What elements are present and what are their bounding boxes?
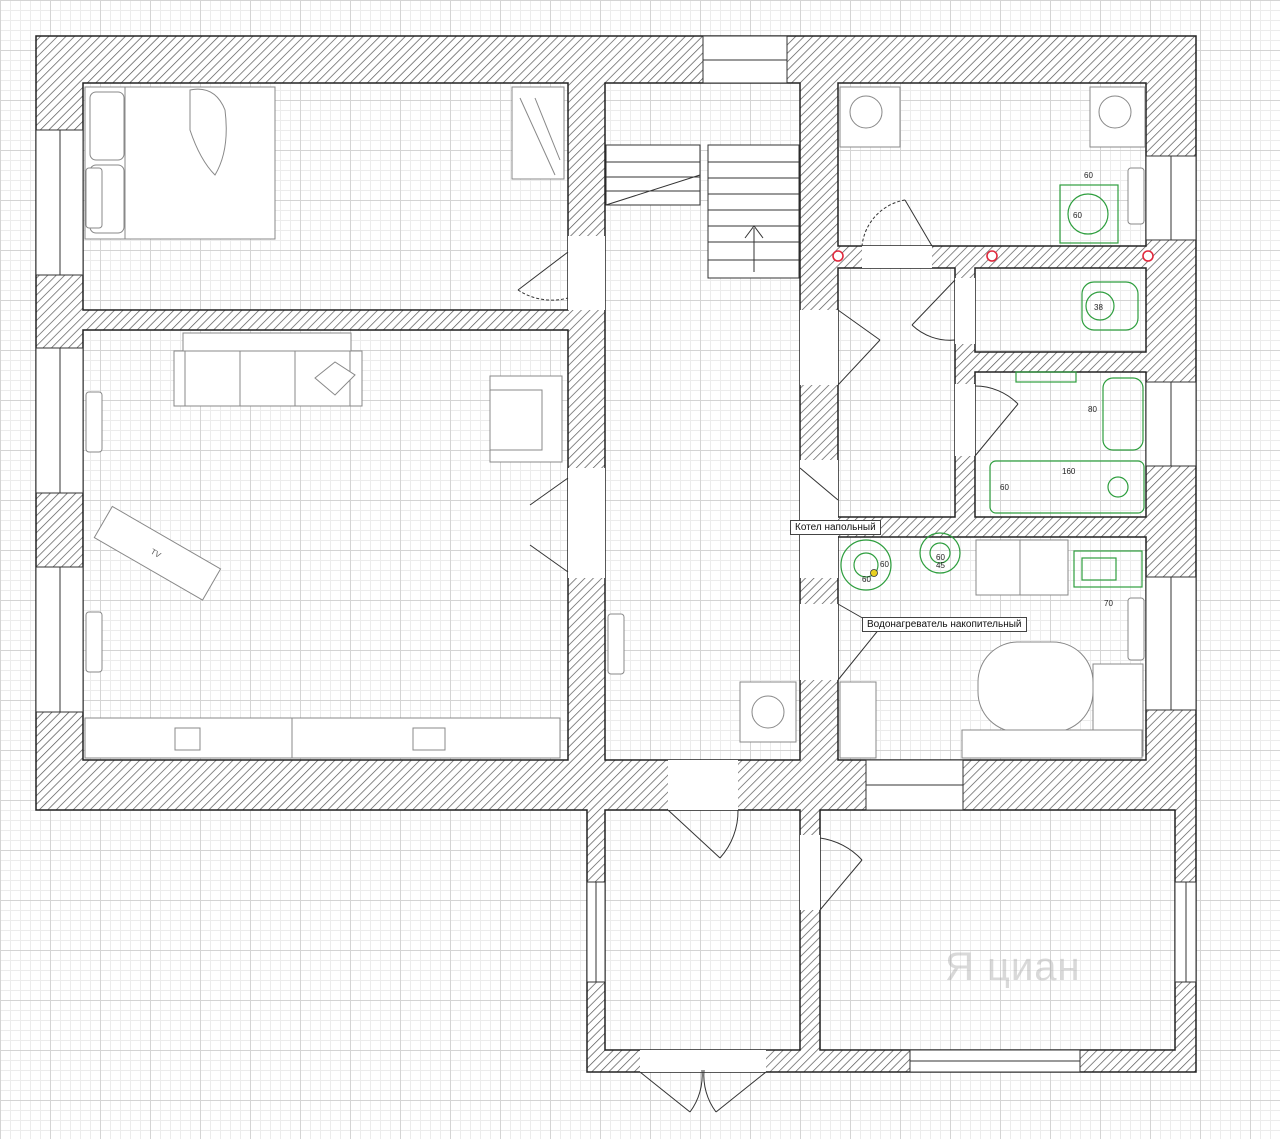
stairs: [605, 144, 800, 279]
risers: [832, 250, 1154, 262]
kitchen: [839, 539, 1144, 759]
shower: [1102, 377, 1144, 451]
water-heater-label: Водонагреватель накопительный: [862, 617, 1027, 632]
dim-shower-depth: 60: [1000, 483, 1009, 492]
kitchen-sink: [1073, 550, 1143, 588]
boiler: [840, 539, 892, 591]
dim-kitchen-sink: 70: [1104, 599, 1113, 608]
dim-toilet: 38: [1094, 303, 1103, 312]
door-openings: [568, 236, 975, 1072]
dim-boiler-w: 60: [862, 575, 871, 584]
doors: [517, 199, 1019, 1113]
ac-units: [739, 86, 1146, 743]
watermark: Я циан: [945, 945, 1081, 989]
dim-washer-depth: 60: [1073, 211, 1082, 220]
dim-heater-w: 60: [936, 553, 945, 562]
washer: [1059, 184, 1119, 244]
bathtub: [989, 460, 1145, 514]
water-heater: [919, 532, 961, 574]
bed: [84, 86, 276, 240]
dim-heater-d: 45: [936, 561, 945, 570]
boiler-label: Котел напольный: [790, 520, 881, 535]
armchair: [489, 375, 563, 463]
dim-washer-width: 60: [1084, 171, 1093, 180]
wardrobe: [511, 86, 565, 180]
tv-stand: TV: [93, 505, 222, 601]
dim-sink-depth: 80: [1088, 405, 1097, 414]
sofa: [173, 332, 363, 407]
dim-boiler-d: 60: [880, 560, 889, 569]
toilet: [1081, 281, 1139, 331]
radiators: [85, 167, 1145, 675]
dim-bath-length: 160: [1062, 467, 1076, 476]
plumbing: [840, 184, 1145, 591]
kitchen-units-living: [84, 717, 561, 759]
